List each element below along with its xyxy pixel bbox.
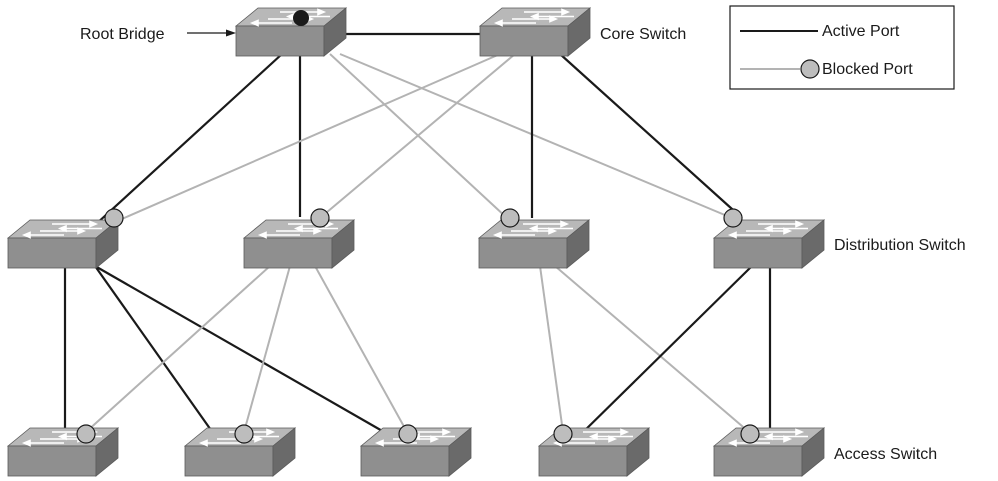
- blocked-port-d3-a5: [740, 424, 760, 444]
- root-bridge-label: Root Bridge: [80, 26, 165, 43]
- link-d1-a3-active: [94, 265, 399, 441]
- blocked-port-d2-a1: [76, 424, 96, 444]
- legend-box: [729, 5, 955, 90]
- link-root-d4-blocked: [339, 53, 733, 219]
- blocked-port-core-d2: [310, 208, 330, 228]
- core-switch-icon-core: [479, 7, 591, 57]
- blocked-port-d2-a2: [234, 424, 254, 444]
- core-switch-label: Core Switch: [600, 26, 686, 43]
- core-switch-icon-root: [235, 7, 347, 57]
- link-core-d2-blocked: [319, 53, 516, 219]
- link-d3-a4-blocked: [539, 265, 564, 433]
- legend-active-label: Active Port: [822, 23, 900, 40]
- blocked-port-root-d4: [723, 208, 743, 228]
- access-switch-label: Access Switch: [834, 446, 937, 463]
- link-d2-a3-blocked: [314, 265, 408, 433]
- link-d4-a4-active: [574, 265, 753, 441]
- distribution-switch-label: Distribution Switch: [834, 237, 966, 254]
- access-switch-icon-a1: [7, 427, 119, 477]
- link-d1-a2-active: [94, 265, 219, 441]
- link-d2-a1-blocked: [85, 265, 271, 433]
- link-d2-a2-blocked: [243, 265, 291, 433]
- link-core-d1-blocked: [114, 53, 501, 223]
- access-switch-icon-a5: [713, 427, 825, 477]
- distribution-switch-icon-d2: [243, 219, 355, 269]
- link-d3-a5-blocked: [554, 265, 750, 433]
- root-bridge-port-icon: [293, 10, 309, 26]
- legend: Active Port Blocked Port: [729, 5, 955, 90]
- blocked-port-core-d1: [104, 208, 124, 228]
- ports-layer: [76, 10, 760, 444]
- blocked-port-icon: [800, 59, 820, 79]
- distribution-switch-icon-d3: [478, 219, 590, 269]
- blocked-port-root-d3: [500, 208, 520, 228]
- switches-layer: [7, 7, 825, 477]
- blocked-port-d3-a4: [553, 424, 573, 444]
- link-core-d4-active: [559, 53, 743, 219]
- blocked-port-d2-a3: [398, 424, 418, 444]
- link-root-d1-active: [94, 53, 283, 226]
- distribution-switch-icon-d1: [7, 219, 119, 269]
- links-layer: [63, 32, 772, 441]
- root-bridge-arrow-icon: [187, 29, 236, 37]
- legend-blocked-label: Blocked Port: [822, 61, 913, 78]
